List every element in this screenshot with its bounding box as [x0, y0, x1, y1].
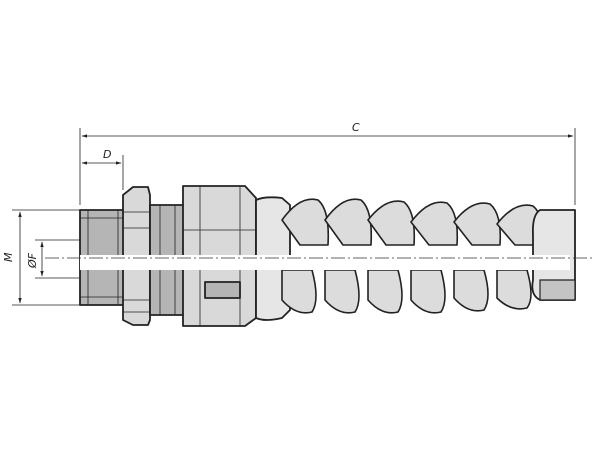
dimension-f-label: ØF [26, 252, 39, 269]
cable-bore [80, 255, 570, 270]
dimension-c-label: C [352, 121, 360, 134]
dimension-f: ØF [26, 239, 80, 279]
seal-insert [204, 281, 241, 299]
dimension-d: D [81, 148, 124, 190]
spiral-strain-relief [255, 196, 576, 321]
dimension-m: M [2, 209, 80, 306]
dimension-c: C [79, 121, 576, 205]
dimension-d-label: D [103, 148, 111, 161]
dimension-m-label: M [2, 252, 15, 262]
